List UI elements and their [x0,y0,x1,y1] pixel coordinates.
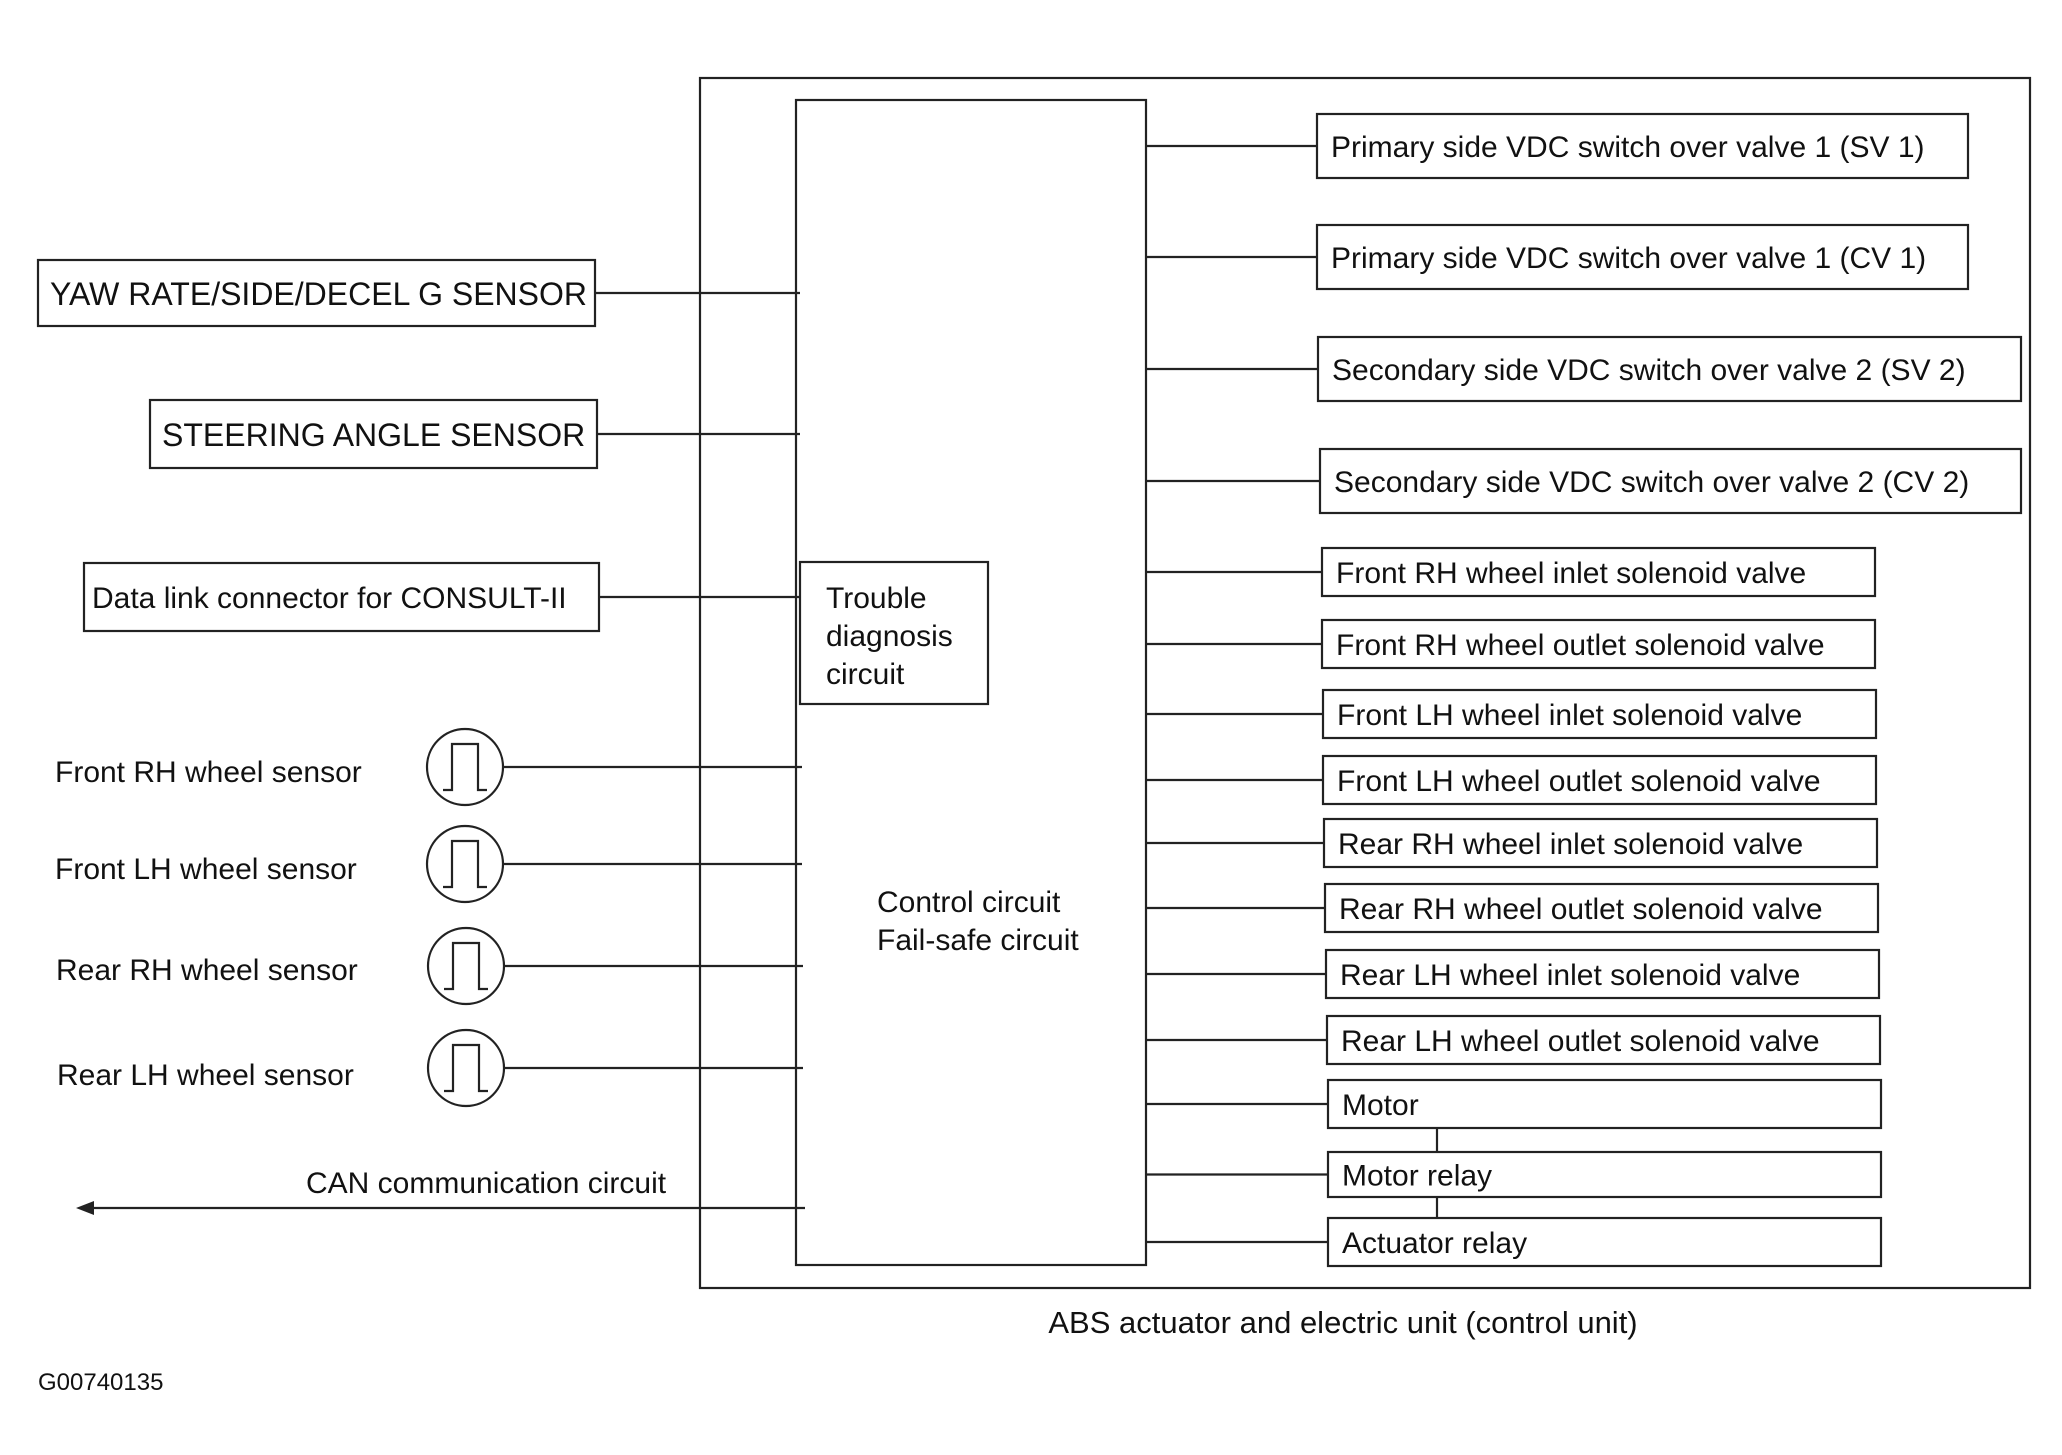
output-box [1322,817,1879,869]
output-label: Front RH wheel inlet solenoid valve [1336,557,1806,590]
fail-safe-circuit-label: Fail-safe circuit [877,924,1079,957]
output-box [1324,948,1881,1000]
svg-text:Front RH wheel sensor: Front RH wheel sensor [55,756,362,789]
can-communication-line: CAN communication circuit [76,1167,805,1215]
svg-text:Front LH wheel sensor: Front LH wheel sensor [55,853,357,886]
input-steering-angle-sensor: STEERING ANGLE SENSOR [148,398,800,470]
output-12: Rear LH wheel outlet solenoid valve [1146,1014,1882,1066]
output-7: Front LH wheel inlet solenoid valve [1146,688,1878,740]
svg-text:Data link connector for CONSUL: Data link connector for CONSULT-II [92,582,567,615]
svg-text:STEERING ANGLE SENSOR: STEERING ANGLE SENSOR [162,417,585,453]
trouble-diagnosis-label-3: circuit [826,658,905,691]
output-box [1318,447,2023,515]
output-3: Secondary side VDC switch over valve 2 (… [1146,335,2023,403]
output-11: Rear LH wheel inlet solenoid valve [1146,948,1881,1000]
output-label: Rear LH wheel inlet solenoid valve [1340,959,1800,992]
svg-text:YAW RATE/SIDE/DECEL G SENSOR: YAW RATE/SIDE/DECEL G SENSOR [50,276,587,312]
svg-text:CAN communication circuit: CAN communication circuit [306,1167,667,1200]
output-label: Actuator relay [1342,1227,1527,1260]
output-label: Primary side VDC switch over valve 1 (SV… [1331,131,1925,164]
wheel-sensor-rear-rh: Rear RH wheel sensor [56,926,803,1006]
output-label: Front LH wheel outlet solenoid valve [1337,765,1821,798]
output-box [1326,1078,1883,1130]
output-box [1326,1150,1883,1199]
output-4: Secondary side VDC switch over valve 2 (… [1146,447,2023,515]
output-15: Actuator relay [1146,1216,1883,1268]
output-box [1321,688,1878,740]
svg-text:Rear LH wheel sensor: Rear LH wheel sensor [57,1059,354,1092]
output-13: Motor [1146,1078,1883,1130]
output-box [1325,1014,1882,1066]
trouble-diagnosis-label-2: diagnosis [826,620,953,653]
output-box [1320,618,1877,670]
output-label: Rear LH wheel outlet solenoid valve [1341,1025,1820,1058]
output-2: Primary side VDC switch over valve 1 (CV… [1146,223,1970,291]
can-arrow-head [76,1201,94,1215]
output-devices: Primary side VDC switch over valve 1 (SV… [1146,112,2023,1268]
figure-id: G00740135 [38,1369,163,1396]
wheel-sensor-front-rh: Front RH wheel sensor [55,727,802,807]
output-label: Front RH wheel outlet solenoid valve [1336,629,1825,662]
wheel-sensor-front-lh: Front LH wheel sensor [55,824,802,904]
output-5: Front RH wheel inlet solenoid valve [1146,546,1877,598]
control-circuit-label: Control circuit [877,886,1061,919]
output-box [1320,546,1877,598]
output-1: Primary side VDC switch over valve 1 (SV… [1146,112,1970,180]
output-label: Rear RH wheel inlet solenoid valve [1338,828,1803,861]
output-box [1321,754,1878,806]
output-box [1315,223,1970,291]
output-box [1323,882,1880,934]
output-box [1315,112,1970,180]
output-6: Front RH wheel outlet solenoid valve [1146,618,1877,670]
output-label: Motor [1342,1089,1419,1122]
output-10: Rear RH wheel outlet solenoid valve [1146,882,1880,934]
output-label: Rear RH wheel outlet solenoid valve [1339,893,1823,926]
output-9: Rear RH wheel inlet solenoid valve [1146,817,1879,869]
output-label: Front LH wheel inlet solenoid valve [1337,699,1802,732]
output-box [1316,335,2023,403]
output-8: Front LH wheel outlet solenoid valve [1146,754,1878,806]
trouble-diagnosis-block [798,560,990,706]
output-label: Primary side VDC switch over valve 1 (CV… [1331,242,1926,275]
output-label: Secondary side VDC switch over valve 2 (… [1332,354,1966,387]
wheel-sensor-rear-lh: Rear LH wheel sensor [57,1028,803,1108]
output-box [1326,1216,1883,1268]
trouble-diagnosis-label-1: Trouble [826,582,927,615]
output-label: Secondary side VDC switch over valve 2 (… [1334,466,1969,499]
output-14: Motor relay [1146,1150,1883,1199]
output-label: Motor relay [1342,1160,1492,1193]
unit-caption: ABS actuator and electric unit (control … [1048,1305,1637,1340]
input-yaw-rate-sensor: YAW RATE/SIDE/DECEL G SENSOR [36,258,800,328]
svg-text:Rear RH wheel sensor: Rear RH wheel sensor [56,954,358,987]
input-data-link-connector: Data link connector for CONSULT-II [82,561,800,633]
